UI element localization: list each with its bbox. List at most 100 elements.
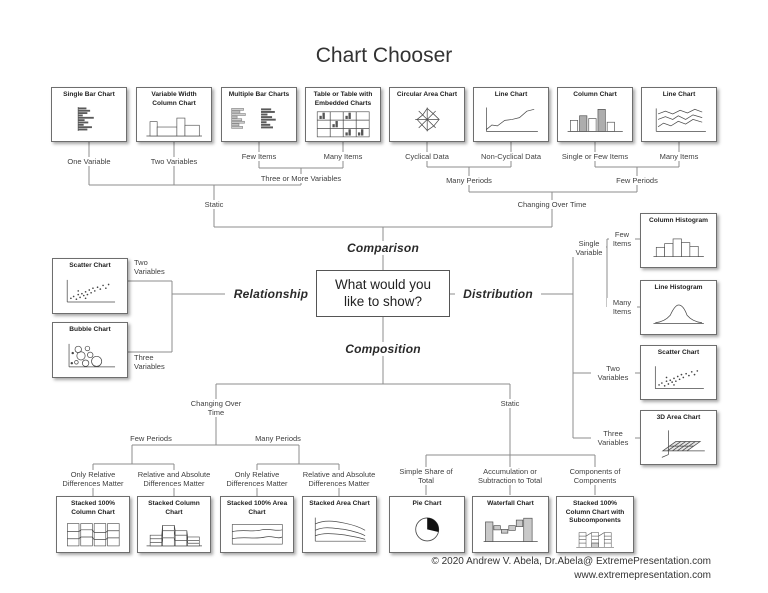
label-comp-many-periods: Many Periods	[255, 434, 301, 443]
chart-box-scatter-chart: Scatter Chart	[52, 258, 128, 314]
chart-box-area-3d: 3D Area Chart	[640, 410, 717, 465]
branch-composition: Composition	[337, 342, 429, 357]
chart-box-scatter-chart: Scatter Chart	[640, 345, 717, 400]
label-simple-share: Simple Share of Total	[395, 467, 457, 485]
label-dist-few-items: Few Items	[609, 230, 635, 248]
central-question-text: What would you like to show?	[334, 276, 432, 309]
chart-box-title: Scatter Chart	[657, 349, 700, 356]
label-comp-few-periods: Few Periods	[130, 434, 172, 443]
chart-box-title: Table or Table with Embedded Charts	[313, 91, 373, 107]
column-chart-icon	[558, 100, 632, 141]
label-many-periods: Many Periods	[437, 176, 501, 185]
chart-box-title: Multiple Bar Charts	[228, 91, 290, 98]
footer-url: www.extremepresentation.com	[574, 569, 711, 581]
line-chart-icon	[474, 100, 548, 141]
label-relative-absolute-2: Relative and Absolute Differences Matter	[293, 470, 385, 488]
single-bar-chart-icon	[52, 100, 126, 141]
chart-box-line-chart: Line Chart	[473, 87, 549, 142]
label-rel-three-variables: Three Variables	[134, 353, 165, 371]
chart-box-title: Stacked 100% Column Chart	[71, 500, 115, 516]
chart-box-stacked-100-area: Stacked 100% Area Chart	[220, 496, 294, 553]
chart-box-title: Waterfall Chart	[487, 500, 534, 507]
label-many-items: Many Items	[316, 152, 370, 161]
label-changing-over-time: Changing Over Time	[502, 200, 602, 209]
stacked-100-subcomponents-icon	[557, 526, 633, 552]
chart-box-column-histogram: Column Histogram	[640, 213, 717, 268]
chart-box-title: Column Histogram	[649, 217, 708, 224]
chart-box-stacked-column: Stacked Column Chart	[137, 496, 211, 553]
chart-box-title: Variable Width Column Chart	[151, 91, 197, 107]
label-single-or-few-items: Single or Few Items	[551, 152, 639, 161]
central-question-box: What would you like to show?	[316, 270, 450, 317]
footer-copyright: © 2020 Andrew V. Abela, Dr.Abela@ Extrem…	[431, 556, 711, 567]
label-components: Components of Components	[562, 467, 628, 485]
multiple-bar-icon	[222, 100, 296, 141]
label-accumulation: Accumulation or Subtraction to Total	[465, 467, 555, 485]
stacked-100-area-icon	[221, 517, 293, 552]
chart-box-title: Line Chart	[494, 91, 528, 98]
scatter-chart-icon	[641, 358, 716, 399]
footer: © 2020 Andrew V. Abela, Dr.Abela@ Extrem…	[431, 555, 711, 582]
chart-box-title: Stacked Area Chart	[309, 500, 370, 507]
chart-box-title: Circular Area Chart	[396, 91, 458, 98]
chart-box-title: Scatter Chart	[69, 262, 111, 269]
label-dist-three-variables: Three Variables	[591, 429, 635, 447]
radar-icon	[390, 100, 464, 141]
branch-relationship: Relationship	[225, 287, 317, 302]
pie-chart-icon	[390, 509, 464, 552]
label-only-relative-1: Only Relative Differences Matter	[59, 470, 127, 488]
label-dist-many-items: Many Items	[607, 298, 637, 316]
chart-box-radar: Circular Area Chart	[389, 87, 465, 142]
label-many-items-2: Many Items	[652, 152, 706, 161]
chart-box-bubble-chart: Bubble Chart	[52, 322, 128, 378]
chart-box-pie-chart: Pie Chart	[389, 496, 465, 553]
chart-box-variable-width-column: Variable Width Column Chart	[136, 87, 212, 142]
chart-box-title: Pie Chart	[412, 500, 442, 507]
chart-box-title: Stacked 100% Column Chart with Subcompon…	[565, 500, 625, 525]
label-few-periods: Few Periods	[607, 176, 667, 185]
chart-box-title: Line Histogram	[654, 284, 703, 291]
label-comp-changing-over-time: Changing Over Time	[188, 399, 244, 417]
table-embedded-charts-icon	[306, 108, 380, 141]
line-histogram-icon	[641, 293, 716, 334]
chart-box-title: Stacked 100% Area Chart	[226, 500, 288, 516]
area-3d-icon	[641, 423, 716, 464]
label-comp-static: Static	[490, 399, 530, 408]
chart-box-title: Line Chart	[662, 91, 696, 98]
label-relative-absolute-1: Relative and Absolute Differences Matter	[128, 470, 220, 488]
page-title: Chart Chooser	[315, 44, 453, 67]
chart-box-title: Stacked Column Chart	[148, 500, 200, 516]
chart-box-title: Column Chart	[573, 91, 617, 98]
chart-box-stacked-100-subcomponents: Stacked 100% Column Chart with Subcompon…	[556, 496, 634, 553]
multi-line-chart-icon	[642, 100, 716, 141]
label-only-relative-2: Only Relative Differences Matter	[223, 470, 291, 488]
label-static: Static	[194, 200, 234, 209]
label-two-variables: Two Variables	[142, 157, 206, 166]
chart-box-stacked-area: Stacked Area Chart	[302, 496, 377, 553]
chart-box-table-embedded-charts: Table or Table with Embedded Charts	[305, 87, 381, 142]
label-non-cyclical-data: Non-Cyclical Data	[471, 152, 551, 161]
label-few-items: Few Items	[234, 152, 284, 161]
branch-comparison: Comparison	[337, 241, 429, 256]
stacked-area-icon	[303, 509, 376, 552]
chart-box-multiple-bar: Multiple Bar Charts	[221, 87, 297, 142]
column-histogram-icon	[641, 226, 716, 267]
waterfall-chart-icon	[473, 509, 548, 552]
chart-box-stacked-100-column: Stacked 100% Column Chart	[56, 496, 130, 553]
stacked-100-column-icon	[57, 517, 129, 552]
label-cyclical-data: Cyclical Data	[397, 152, 457, 161]
scatter-chart-icon	[53, 271, 127, 313]
chart-box-title: Single Bar Chart	[63, 91, 115, 98]
stacked-column-icon	[138, 517, 210, 552]
variable-width-column-icon	[137, 108, 211, 141]
chart-box-title: Bubble Chart	[69, 326, 111, 333]
label-dist-single-variable: Single Variable	[572, 239, 606, 257]
chart-box-title: 3D Area Chart	[656, 414, 701, 421]
bubble-chart-icon	[53, 335, 127, 377]
chart-box-column-chart: Column Chart	[557, 87, 633, 142]
label-dist-two-variables: Two Variables	[591, 364, 635, 382]
branch-distribution: Distribution	[455, 287, 541, 302]
label-three-or-more-variables: Three or More Variables	[246, 174, 356, 183]
